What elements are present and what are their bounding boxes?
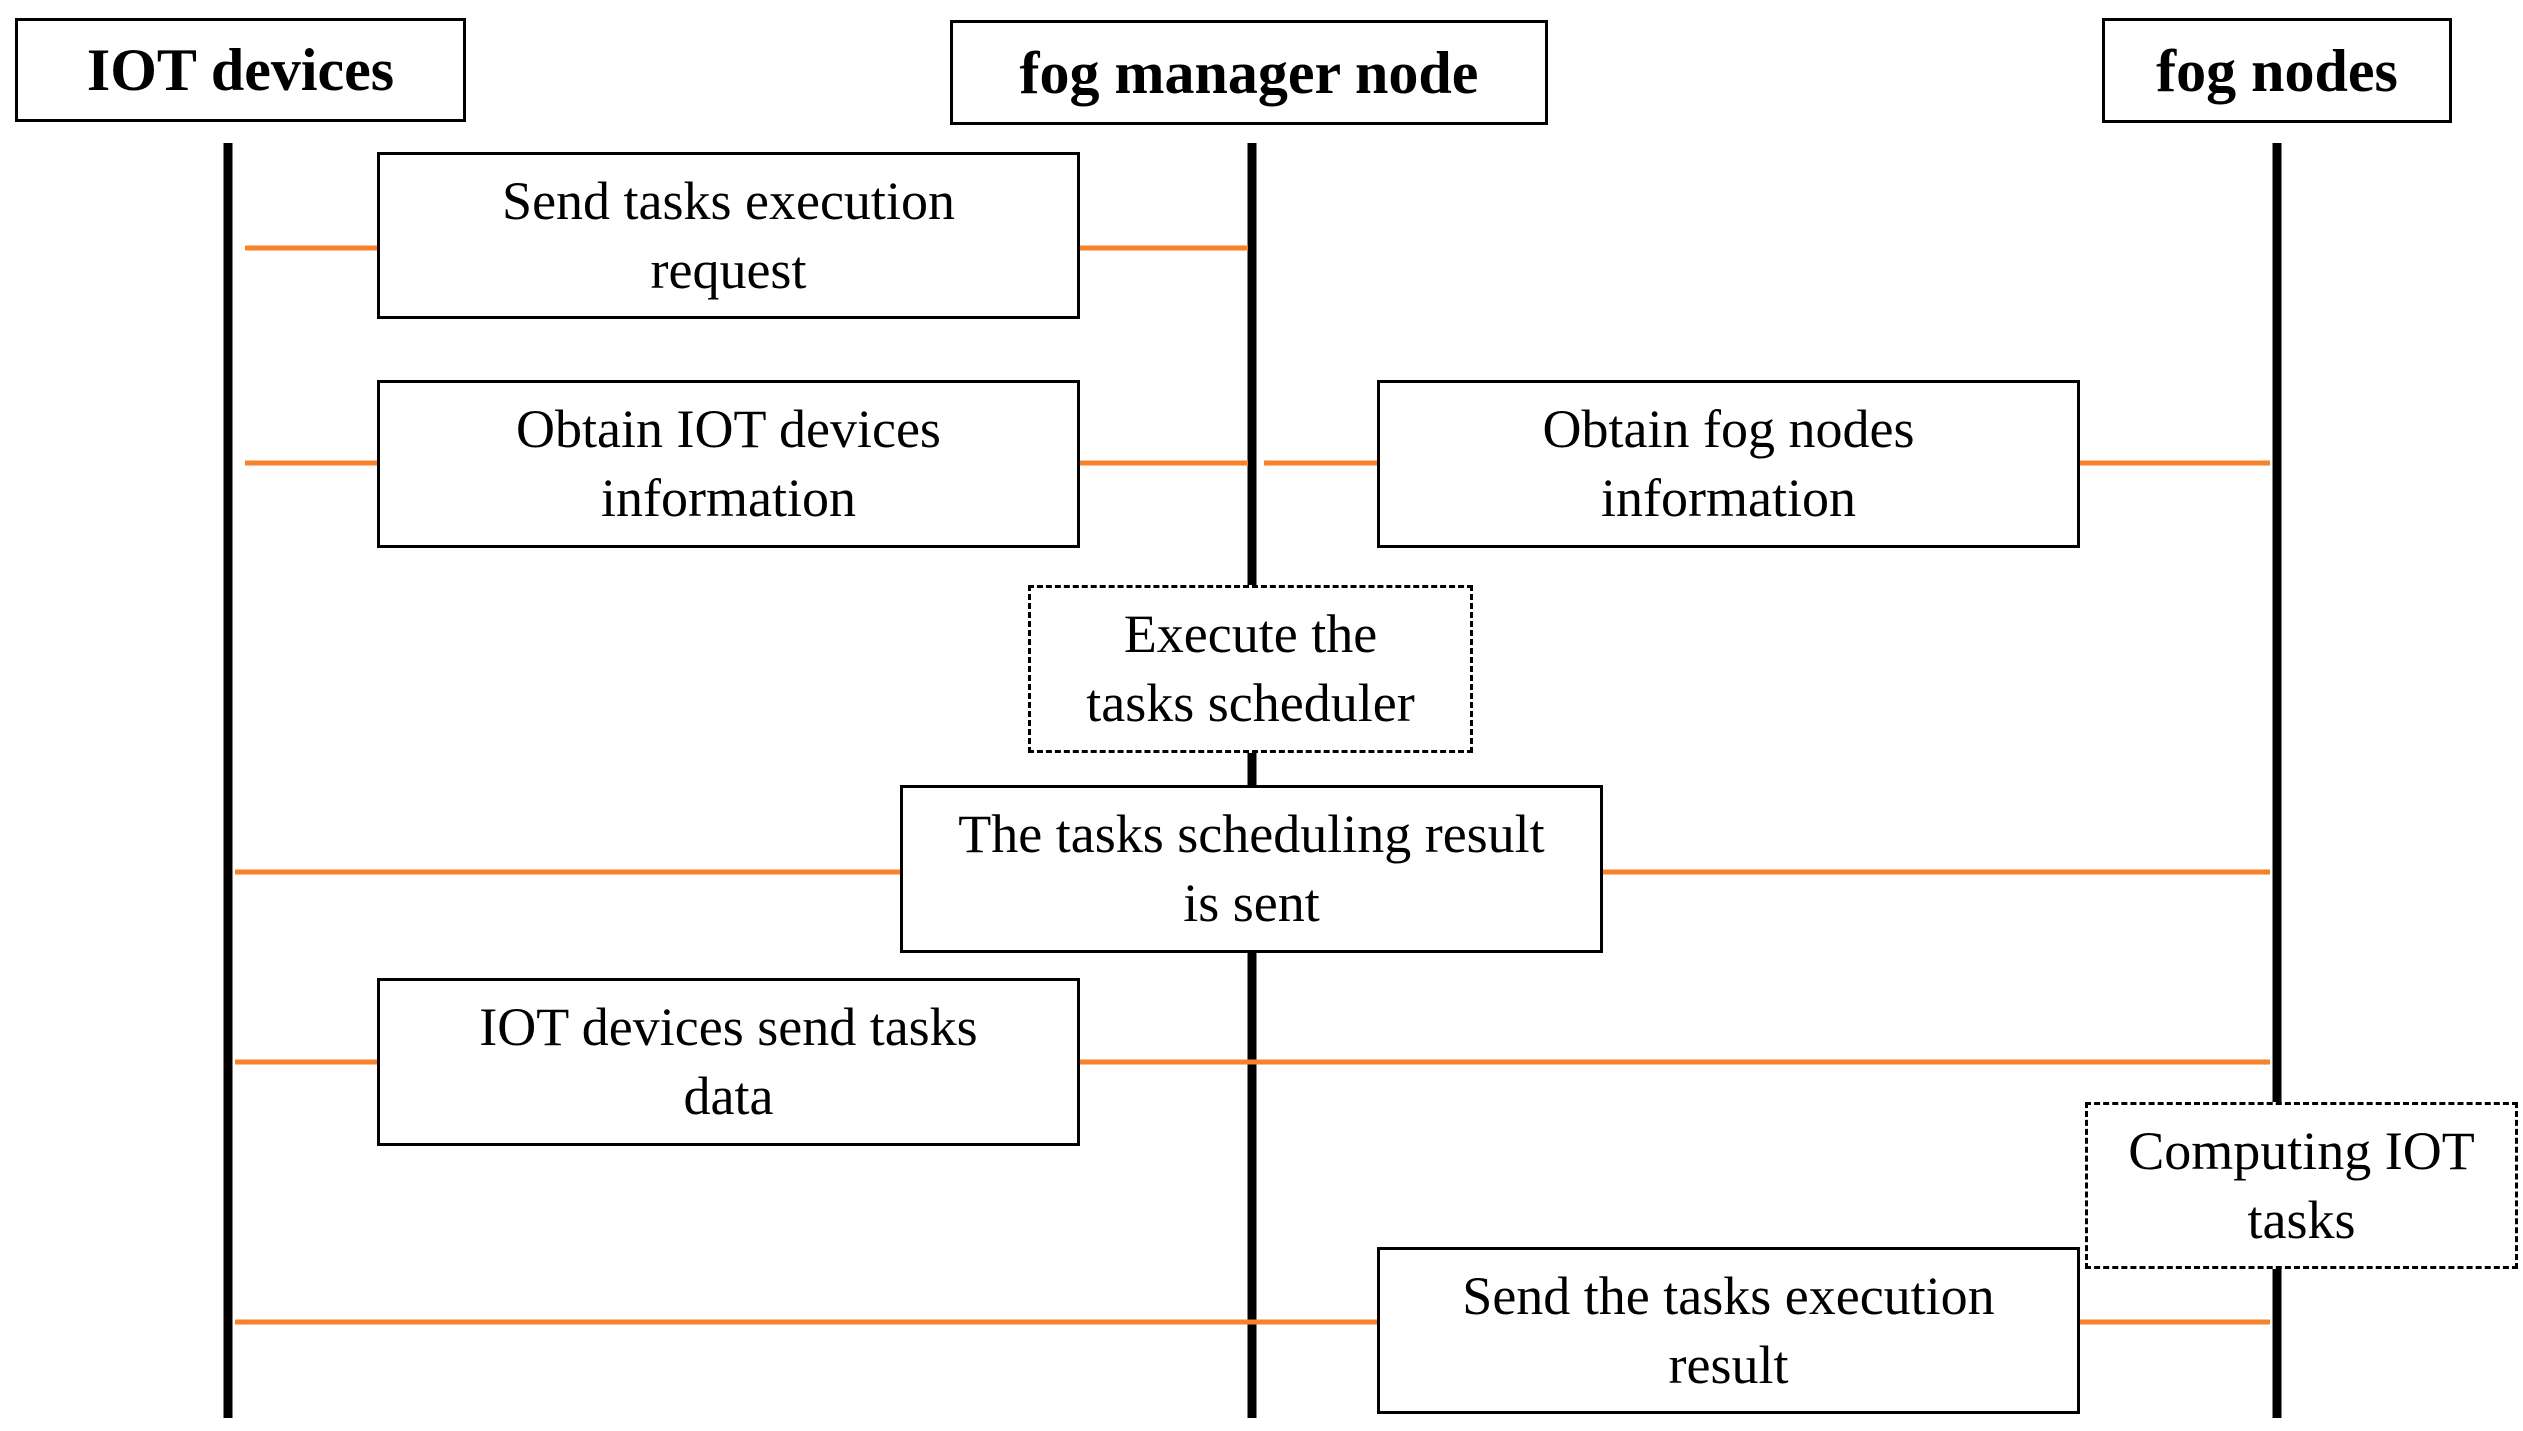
message-label: Obtain IOT devices information — [516, 399, 941, 528]
process-label: Computing IOT tasks — [2128, 1120, 2475, 1250]
lifeline-label-fog-nodes: fog nodes — [2156, 37, 2398, 104]
lifeline-header-fog-nodes: fog nodes — [2102, 18, 2452, 123]
process-label: Execute the tasks scheduler — [1086, 604, 1415, 733]
lifeline-header-iot-devices: IOT devices — [15, 18, 466, 122]
message-send-request: Send tasks execution request — [377, 152, 1080, 319]
message-obtain-iot-info: Obtain IOT devices information — [377, 380, 1080, 548]
message-exec-result: Send the tasks execution result — [1377, 1247, 2080, 1414]
message-label: Obtain fog nodes information — [1542, 399, 1915, 528]
message-label: Send tasks execution request — [502, 170, 955, 300]
message-label: Send the tasks execution result — [1462, 1265, 1995, 1395]
process-execute-scheduler: Execute the tasks scheduler — [1028, 585, 1473, 753]
lifeline-header-fog-manager-node: fog manager node — [950, 20, 1548, 125]
message-obtain-fog-info: Obtain fog nodes information — [1377, 380, 2080, 548]
process-computing-tasks: Computing IOT tasks — [2085, 1102, 2518, 1269]
message-label: The tasks scheduling result is sent — [958, 804, 1545, 933]
lifeline-label-iot-devices: IOT devices — [86, 37, 395, 103]
message-result-sent: The tasks scheduling result is sent — [900, 785, 1603, 953]
message-label: IOT devices send tasks data — [479, 997, 978, 1126]
message-iot-send-data: IOT devices send tasks data — [377, 978, 1080, 1146]
lifeline-label-fog-manager-node: fog manager node — [1019, 39, 1479, 106]
